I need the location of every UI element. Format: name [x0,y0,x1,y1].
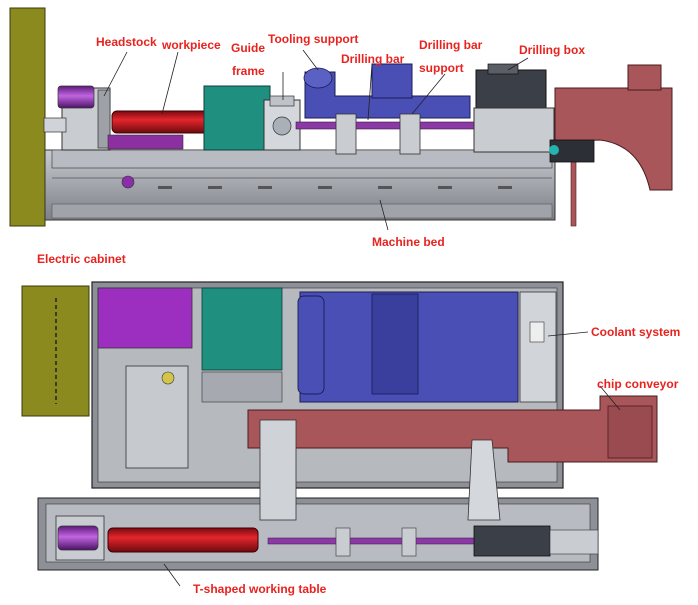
workpiece-plan [107,527,259,553]
label-tooling-support: Tooling support [268,32,359,46]
chip-conveyor [247,395,658,463]
label-guide-line2: frame [232,64,265,78]
electric-cabinet-side [9,7,46,227]
headstock-motor-plan [57,525,99,551]
teal-block-plan [201,287,283,371]
side-view [9,7,673,227]
chip-conveyor-leg [570,159,577,227]
pump-unit [125,365,189,469]
label-electric-cabinet: Electric cabinet [37,252,126,266]
headstock-motor [57,85,95,109]
label-t-shaped-working-table: T-shaped working table [193,582,327,596]
drilling-bar-support-1 [335,113,357,155]
label-drilling-bar-support-line2: support [419,61,464,75]
coolant-system [519,291,557,403]
label-machine-bed: Machine bed [372,235,445,249]
teal-block-side [203,85,271,151]
tooling-support [304,71,471,119]
leader-lines [103,49,621,587]
label-drilling-bar-support-line1: Drilling bar [419,38,483,52]
label-drilling-bar: Drilling bar [341,52,405,66]
label-drilling-box: Drilling box [519,43,585,57]
bed-purple-plug [121,175,135,189]
purple-block-plan [97,287,193,349]
label-chip-conveyor: chip conveyor [597,377,679,391]
label-coolant-system: Coolant system [591,325,681,339]
label-headstock: Headstock [96,35,157,49]
label-guide-line1: Guide [231,41,266,55]
chip-conveyor-hopper [627,64,662,91]
drilling-bar-side [295,121,479,130]
label-workpiece: workpiece [162,38,221,52]
plan-view [21,281,658,571]
drilling-box [475,69,547,111]
drilling-bar-support-2 [399,113,421,155]
